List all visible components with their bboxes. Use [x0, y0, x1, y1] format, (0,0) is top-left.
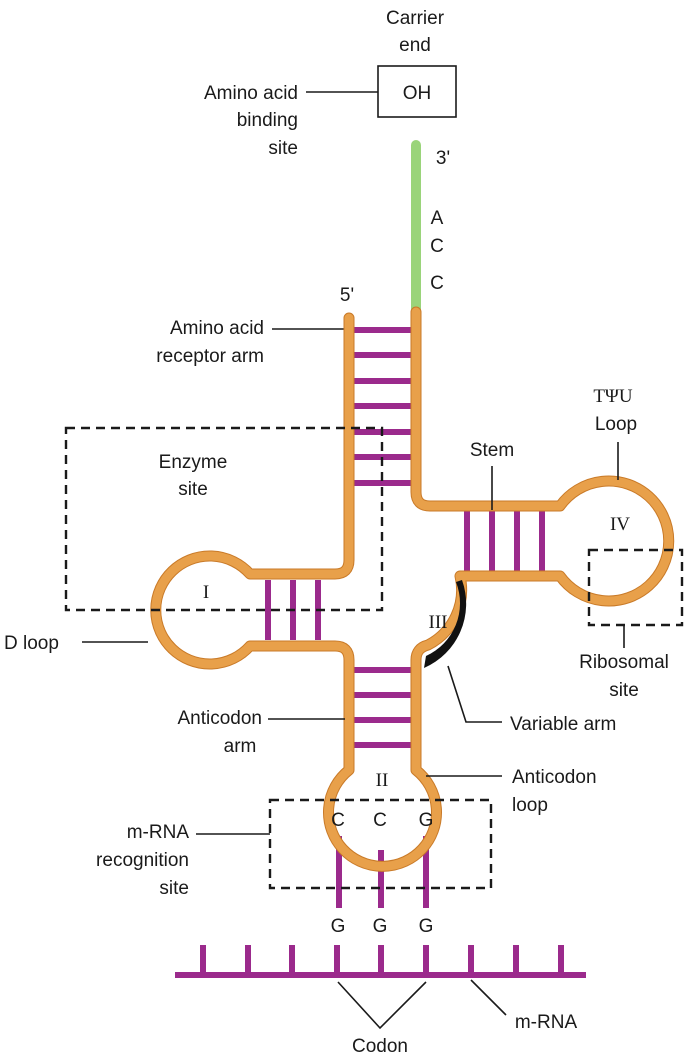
codon-base-2: G	[373, 916, 388, 937]
five-prime-label: 5'	[340, 285, 354, 306]
amino-acid-binding-site-label-3: site	[268, 138, 298, 159]
ribosomal-site-label-2: site	[609, 680, 639, 701]
t-arm-bonds	[464, 510, 545, 572]
codon-base-1: G	[331, 916, 346, 937]
mrna-label: m-RNA	[515, 1012, 578, 1033]
amino-acid-receptor-arm-label-2: receptor arm	[156, 346, 264, 367]
codon-label: Codon	[352, 1036, 408, 1057]
oh-label: OH	[403, 83, 432, 104]
amino-acid-binding-site-label-1: Amino acid	[204, 83, 298, 104]
anticodon-base-3: G	[419, 810, 434, 831]
variable-arm-leader	[447, 665, 502, 723]
anticodon-arm-label-2: arm	[224, 736, 257, 757]
anticodon-base-1: C	[331, 810, 345, 831]
anticodon-loop-label-2: loop	[512, 795, 548, 816]
d-loop-label: D loop	[4, 633, 59, 654]
carrier-end-label-2: end	[399, 35, 431, 56]
enzyme-site-box	[64, 426, 384, 612]
anticodon-loop-label-1: Anticodon	[512, 767, 597, 788]
loop-iii-label: III	[429, 612, 448, 633]
mrna-strand	[175, 945, 586, 978]
mrna-recognition-site-box	[268, 798, 493, 890]
codon-leader	[337, 981, 427, 1030]
loop-iv-label: IV	[610, 514, 630, 535]
enzyme-site-label-1: Enzyme	[159, 452, 228, 473]
mrna-leader	[470, 979, 507, 1016]
anticodon-stem-bonds	[350, 667, 416, 748]
mrna-recognition-site-label-3: site	[159, 878, 189, 899]
amino-acid-receptor-arm-label-1: Amino acid	[170, 318, 264, 339]
acc-a: A	[431, 208, 444, 229]
stem-label: Stem	[470, 440, 514, 461]
anticodon-arm-label-1: Anticodon	[177, 708, 262, 729]
carrier-end-label-1: Carrier	[386, 8, 445, 29]
variable-arm-label: Variable arm	[510, 714, 616, 735]
tpsiu-loop-label-2: Loop	[595, 414, 637, 435]
loop-ii-label: II	[376, 770, 389, 791]
tpsiu-loop-label-1: TΨU	[593, 386, 633, 407]
codon-base-3: G	[419, 916, 434, 937]
codon-anticodon-bonds	[336, 836, 429, 908]
variable-arm	[424, 580, 467, 668]
acc-c1: C	[430, 236, 444, 257]
trna-backbone	[151, 307, 674, 871]
loop-i-label: I	[203, 582, 209, 603]
amino-acid-binding-site-label-2: binding	[237, 110, 298, 131]
mrna-recognition-site-label-1: m-RNA	[127, 822, 190, 843]
anticodon-base-2: C	[373, 810, 387, 831]
acc-c2: C	[430, 273, 444, 294]
ribosomal-site-box	[587, 548, 684, 627]
enzyme-site-label-2: site	[178, 479, 208, 500]
mrna-recognition-site-label-2: recognition	[96, 850, 189, 871]
three-prime-label: 3'	[436, 148, 450, 169]
ribosomal-site-label-1: Ribosomal	[579, 652, 669, 673]
